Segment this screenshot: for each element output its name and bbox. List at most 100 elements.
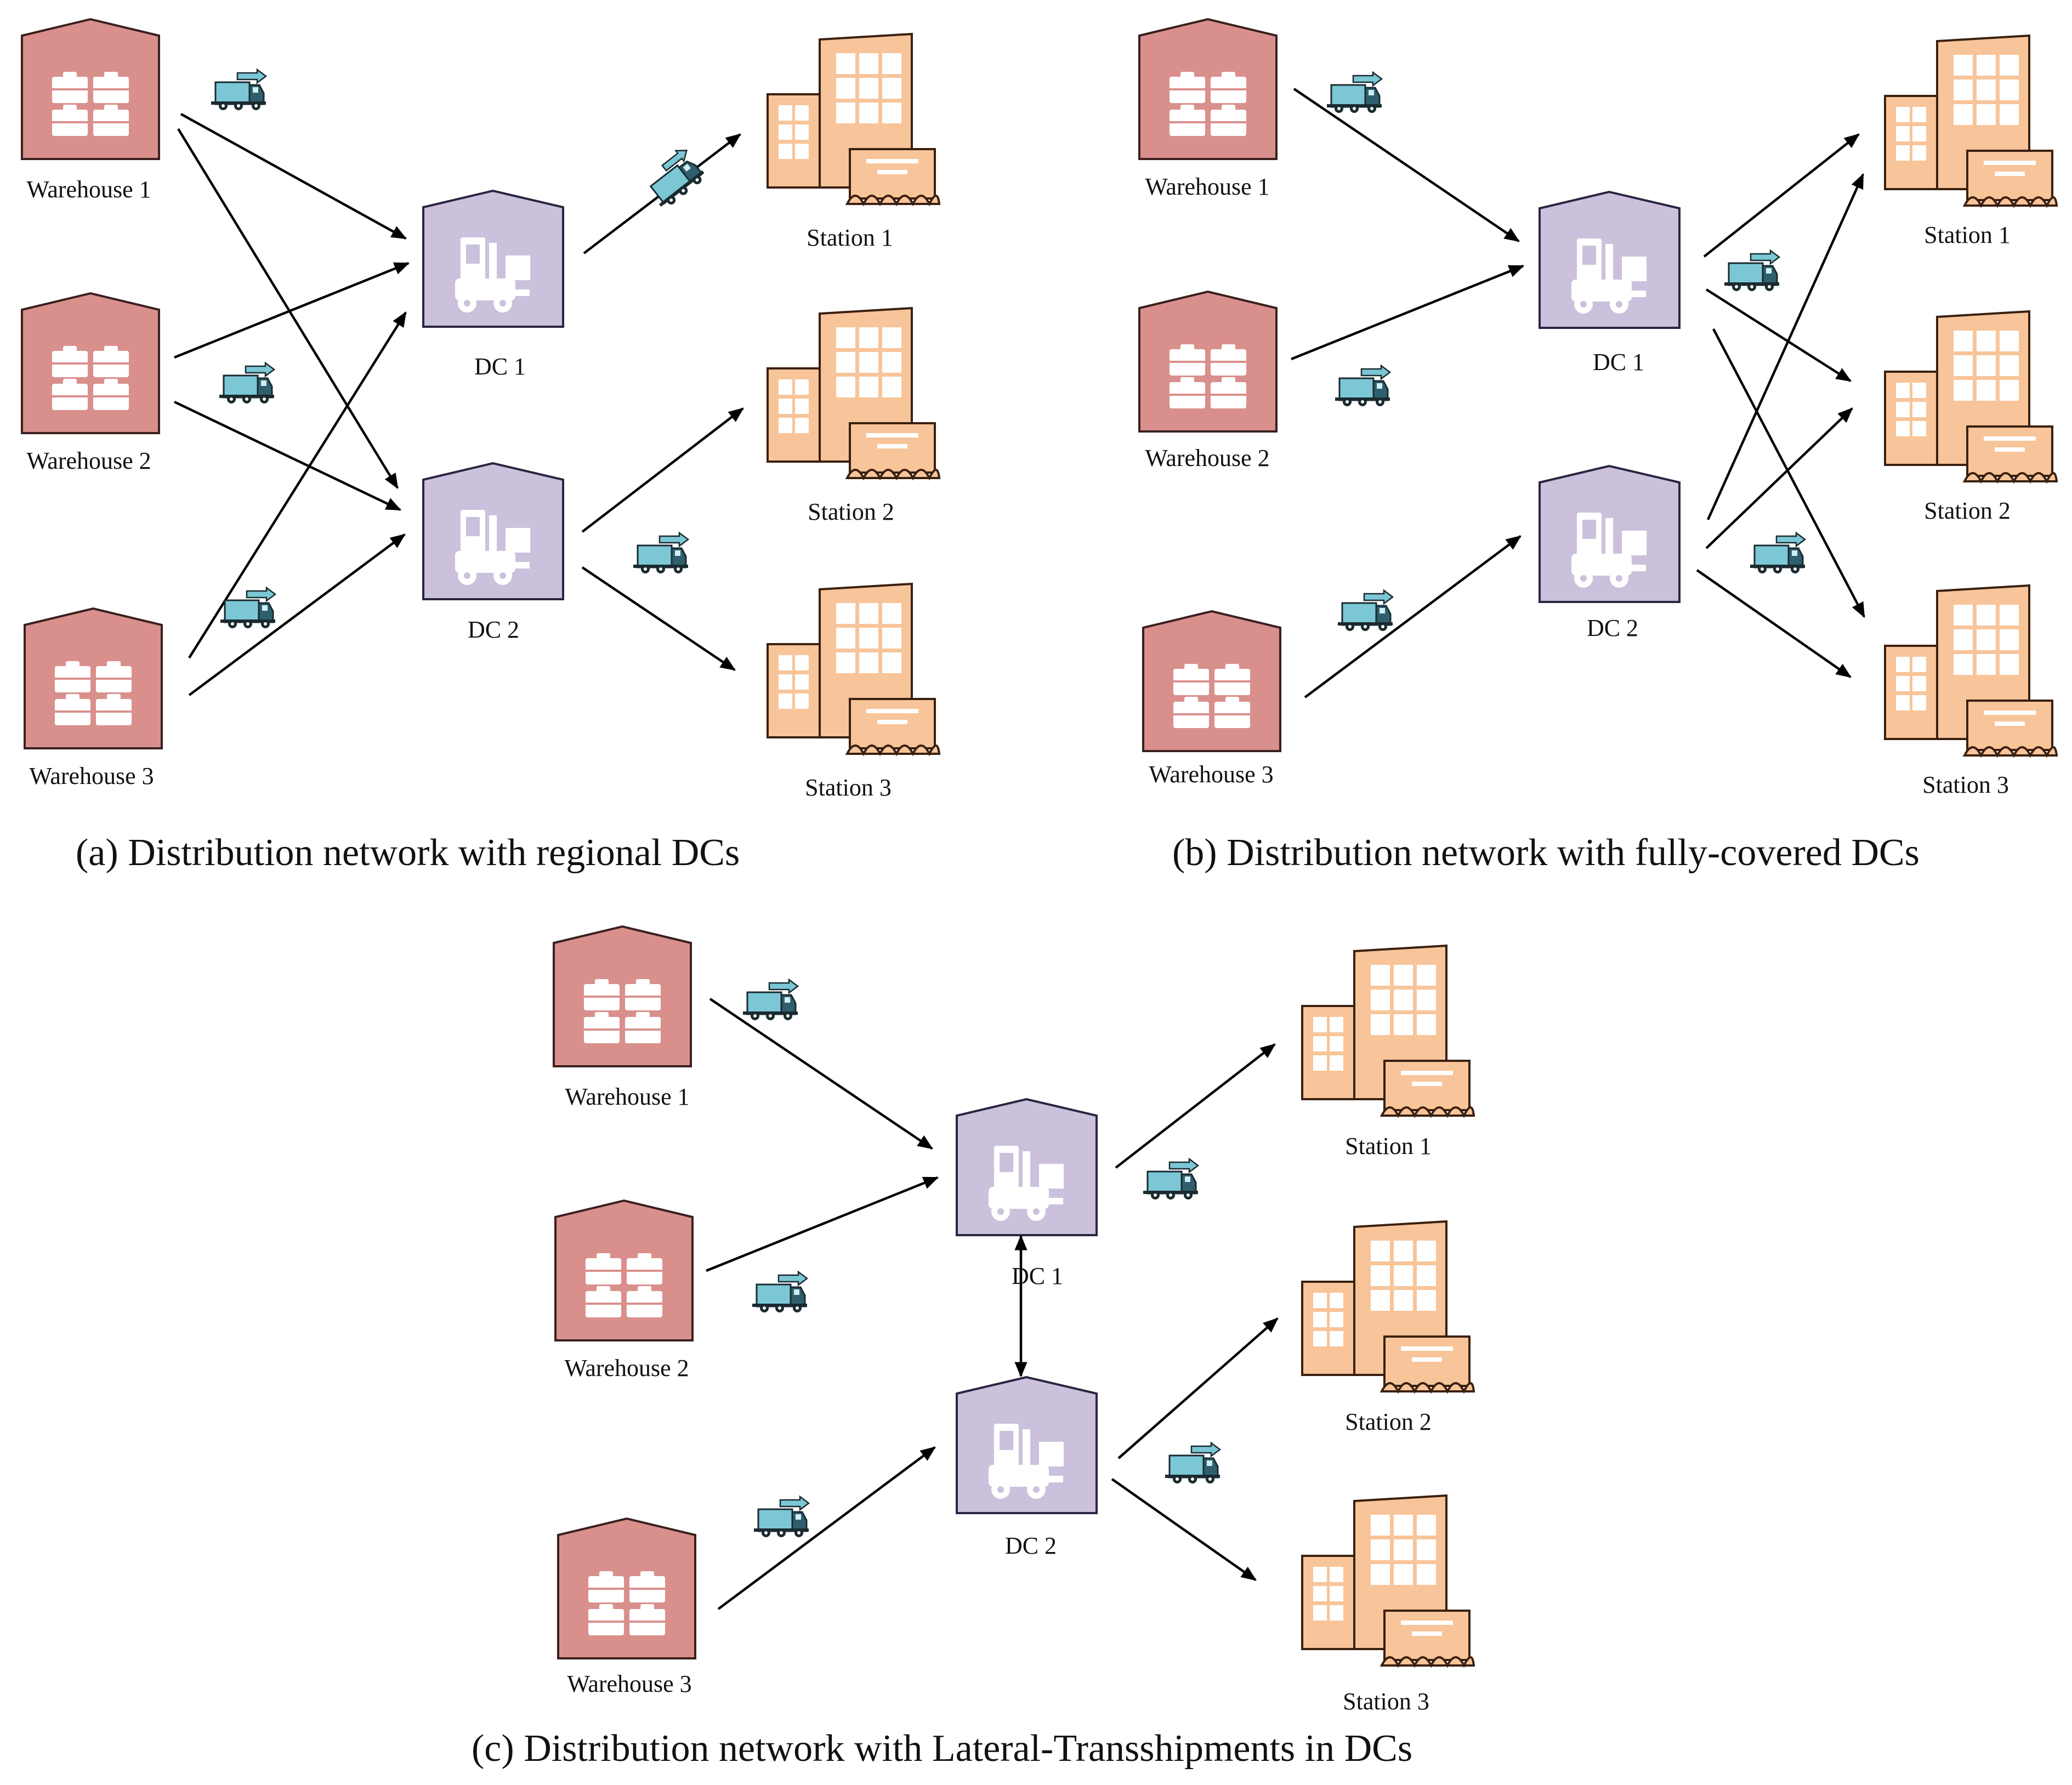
station-c2: Station 2 xyxy=(1301,1220,1475,1435)
warehouse-c3: Warehouse 3 xyxy=(557,1517,696,1697)
dc-label: DC 2 xyxy=(1587,615,1638,641)
edge-c-dc2-s3 xyxy=(1111,1478,1257,1581)
truck-icon xyxy=(751,1271,808,1314)
panel-c: Warehouse 1 Warehouse 2 Warehouse 3 DC 1… xyxy=(472,925,1475,1770)
station-building-icon xyxy=(1301,945,1475,1117)
truck-icon xyxy=(1334,365,1391,407)
dc-label: DC 2 xyxy=(468,616,519,643)
edge-c-w2-dc1 xyxy=(706,1176,939,1272)
station-b1: Station 1 xyxy=(1884,35,2058,248)
truck-icon xyxy=(632,532,689,575)
warehouse-label: Warehouse 3 xyxy=(567,1670,691,1697)
edge-a-w1-dc1 xyxy=(180,113,407,240)
truck-icon xyxy=(753,1496,810,1538)
warehouse-icon xyxy=(1138,18,1278,160)
edge-b-dc1-s1 xyxy=(1703,133,1860,258)
forklift-dc-icon xyxy=(1539,191,1681,329)
caption-a: (a) Distribution network with regional D… xyxy=(76,832,740,874)
edge-a-w3-dc1 xyxy=(188,311,407,659)
station-label: Station 3 xyxy=(1922,771,2009,798)
truck-icon xyxy=(1164,1442,1221,1485)
forklift-dc-icon xyxy=(422,462,564,600)
station-label: Station 1 xyxy=(1345,1133,1432,1159)
panel-a: Warehouse 1 Warehouse 2 Warehouse 3 DC 1… xyxy=(21,18,940,874)
caption-b: (b) Distribution network with fully-cove… xyxy=(1172,832,1920,874)
dc-label: DC 1 xyxy=(1593,349,1644,376)
warehouse-icon xyxy=(21,18,160,160)
edge-b-dc2-s3 xyxy=(1696,569,1852,678)
station-label: Station 1 xyxy=(807,224,893,251)
warehouse-b3: Warehouse 3 xyxy=(1142,610,1281,788)
edge-c-dc2-s2 xyxy=(1117,1317,1279,1459)
station-building-icon xyxy=(1884,310,2058,482)
dc-label: DC 1 xyxy=(474,353,526,380)
station-building-icon xyxy=(767,583,940,755)
panel-b-edges xyxy=(1291,88,1865,698)
warehouse-a3: Warehouse 3 xyxy=(24,607,163,789)
edge-a-w1-dc2 xyxy=(177,128,399,489)
caption-c: (c) Distribution network with Lateral-Tr… xyxy=(472,1727,1412,1770)
dc-label: DC 1 xyxy=(1012,1263,1063,1289)
truck-icon xyxy=(1723,249,1780,292)
truck-icon xyxy=(1749,532,1806,575)
edge-a-w2-dc1 xyxy=(174,262,410,359)
truck-icon xyxy=(1142,1158,1199,1201)
station-building-icon xyxy=(767,307,940,479)
station-c1: Station 1 xyxy=(1301,945,1475,1159)
warehouse-label: Warehouse 1 xyxy=(26,176,151,203)
dc-b2: DC 2 xyxy=(1539,465,1681,641)
forklift-dc-icon xyxy=(422,190,564,328)
warehouse-label: Warehouse 3 xyxy=(29,763,154,789)
station-building-icon xyxy=(1884,584,2058,757)
edge-c-w3-dc2 xyxy=(717,1446,936,1610)
dc-c2: DC 2 xyxy=(956,1376,1098,1559)
panel-c-edges xyxy=(706,998,1279,1610)
dc-a2: DC 2 xyxy=(422,462,564,643)
truck-icon xyxy=(210,69,267,111)
station-b3: Station 3 xyxy=(1884,584,2058,798)
dc-a1: DC 1 xyxy=(422,190,564,380)
edge-a-w3-dc2 xyxy=(188,533,406,696)
station-label: Station 2 xyxy=(808,498,894,525)
edge-a-dc2-s3 xyxy=(581,566,736,671)
warehouse-label: Warehouse 1 xyxy=(1145,173,1269,200)
warehouse-a2: Warehouse 2 xyxy=(21,292,160,474)
station-a2: Station 2 xyxy=(767,307,940,525)
station-label: Station 3 xyxy=(805,774,892,801)
warehouse-b1: Warehouse 1 xyxy=(1138,18,1278,200)
station-b2: Station 2 xyxy=(1884,310,2058,524)
edge-c-dc1-s1 xyxy=(1115,1043,1276,1169)
station-c3: Station 3 xyxy=(1301,1494,1475,1715)
dc-c1: DC 1 xyxy=(956,1098,1098,1289)
warehouse-icon xyxy=(1138,291,1278,433)
station-building-icon xyxy=(1301,1220,1475,1392)
warehouse-a1: Warehouse 1 xyxy=(21,18,160,203)
warehouse-c1: Warehouse 1 xyxy=(553,925,692,1110)
warehouse-b2: Warehouse 2 xyxy=(1138,291,1278,471)
truck-icon xyxy=(742,979,799,1021)
edge-b-dc1-s3 xyxy=(1712,328,1865,618)
edge-b-dc1-s2 xyxy=(1705,288,1852,382)
edge-b-dc2-s2 xyxy=(1705,407,1853,549)
truck-icon xyxy=(638,144,709,212)
edge-b-w1-dc1 xyxy=(1293,88,1520,242)
station-label: Station 2 xyxy=(1924,497,2011,524)
warehouse-label: Warehouse 1 xyxy=(565,1083,689,1110)
edge-c-w1-dc1 xyxy=(709,998,933,1150)
edge-a-w2-dc2 xyxy=(174,400,402,511)
station-building-icon xyxy=(1884,35,2058,207)
dc-b1: DC 1 xyxy=(1539,191,1681,376)
warehouse-c2: Warehouse 2 xyxy=(554,1200,694,1382)
station-label: Station 1 xyxy=(1924,221,2011,248)
warehouse-icon xyxy=(557,1517,696,1659)
warehouse-icon xyxy=(21,292,160,434)
forklift-dc-icon xyxy=(1539,465,1681,603)
station-a3: Station 3 xyxy=(767,583,940,801)
dc-label: DC 2 xyxy=(1005,1532,1057,1559)
station-building-icon xyxy=(767,33,940,205)
warehouse-icon xyxy=(24,607,163,749)
warehouse-icon xyxy=(1142,610,1281,752)
forklift-dc-icon xyxy=(956,1376,1098,1514)
edge-b-w3-dc2 xyxy=(1304,535,1522,698)
